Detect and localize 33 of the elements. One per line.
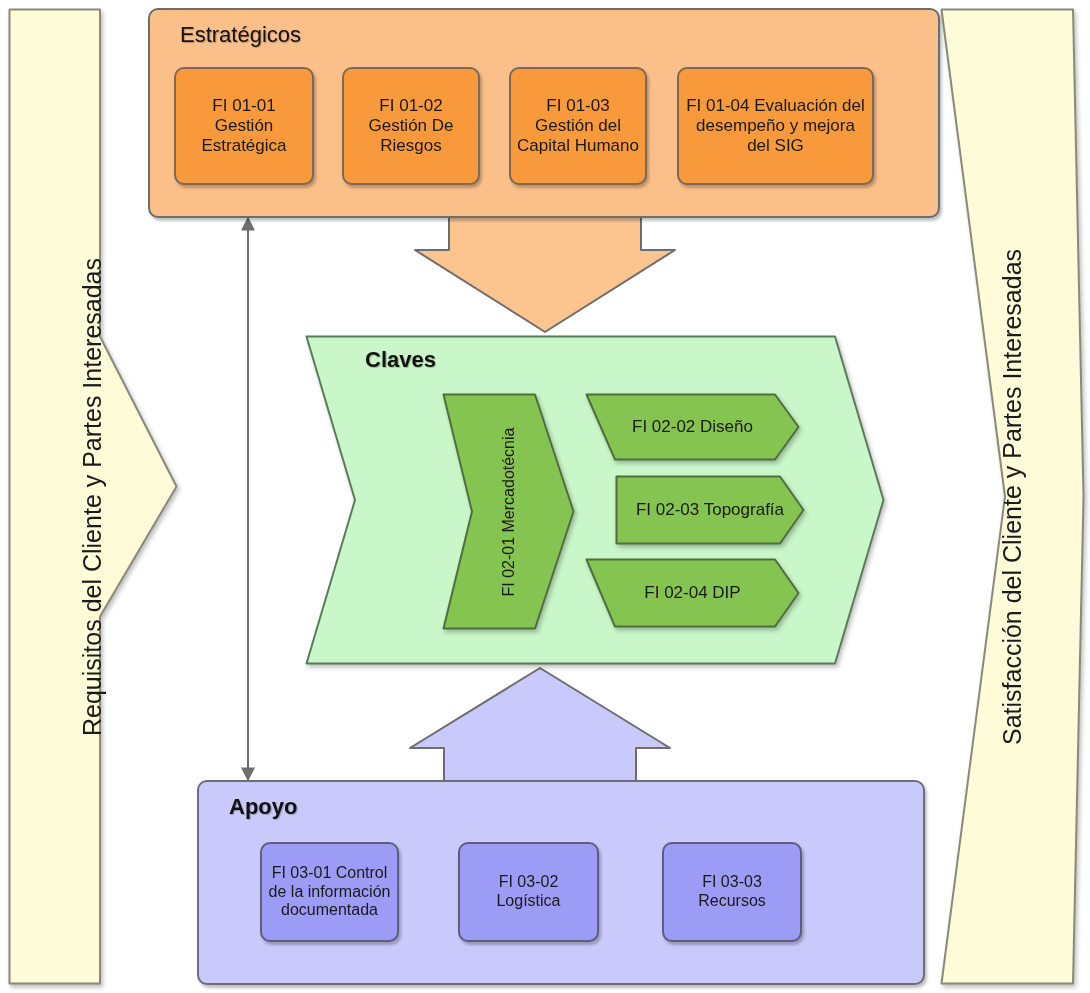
process-group-box <box>148 8 940 218</box>
node-label: FI 02-01 Mercadotécnia <box>499 426 518 598</box>
node-label: FI 02-02 Diseño <box>631 416 754 437</box>
chevron-process-group <box>305 335 885 665</box>
group-title: Estratégicos <box>180 22 302 48</box>
process-box <box>174 67 314 185</box>
node-label: Satisfacción del Cliente y Partes Interesadas <box>997 247 1027 747</box>
process-box <box>260 842 399 942</box>
node-label: FI 02-03 Topografía <box>634 499 786 520</box>
node-label: FI 01-03 Gestión del Capital Humano <box>516 95 640 157</box>
node-label: FI 03-01 Control de la información documentada <box>267 863 392 921</box>
arrow <box>241 216 255 782</box>
chevron-process-box <box>442 393 575 630</box>
node-label: FI 02-04 DIP <box>643 582 742 603</box>
node-label: FI 01-01 Gestión Estratégica <box>200 95 288 157</box>
process-group-box <box>197 780 925 985</box>
node-label: FI 03-03 Recursos <box>697 873 767 911</box>
process-box <box>662 842 802 942</box>
block-arrow <box>414 215 676 333</box>
chevron-process-box <box>615 475 805 545</box>
input-band-arrow <box>8 8 178 985</box>
node-label: Requisitos del Cliente y Partes Interesadas <box>78 256 108 738</box>
process-box <box>677 67 874 185</box>
process-box <box>458 842 599 942</box>
group-title: Apoyo <box>229 794 298 820</box>
group-title: Claves <box>365 347 436 373</box>
node-label: FI 01-04 Evaluación del desempeño y mejora del SIG <box>685 95 866 157</box>
node-label: FI 01-02 Gestión De Riesgos <box>367 95 455 157</box>
output-band-arrow <box>940 8 1085 985</box>
process-box <box>342 67 480 185</box>
block-arrow <box>409 667 671 783</box>
process-box <box>509 67 647 185</box>
node-label: FI 03-02 Logística <box>495 873 562 911</box>
